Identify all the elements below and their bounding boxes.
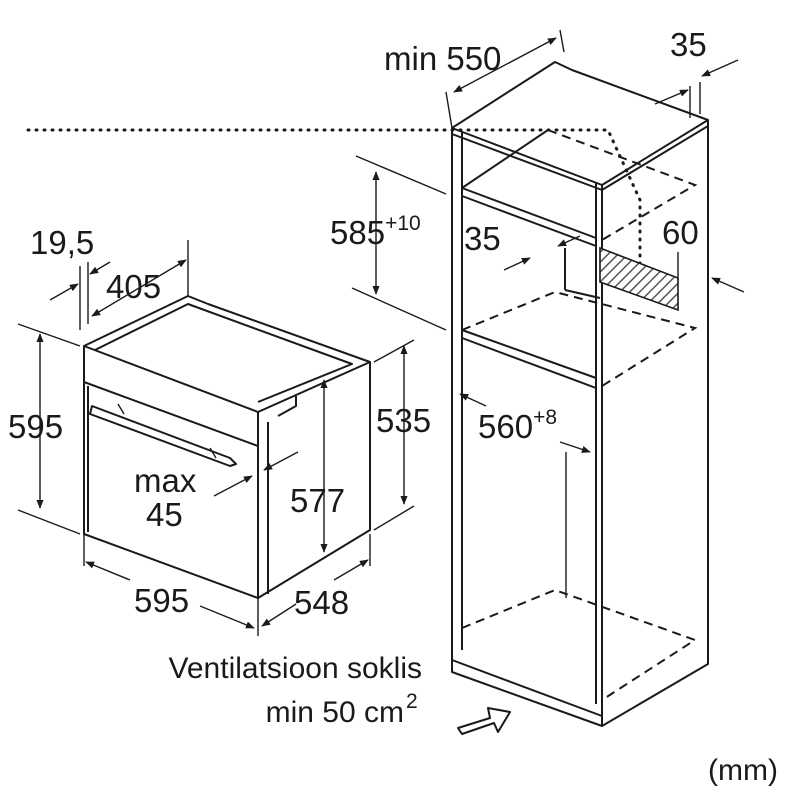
oven-handle	[89, 405, 237, 467]
vent-caption-sup: 2	[406, 690, 418, 713]
vent-caption-line1: Ventilatsioon soklis	[169, 652, 422, 685]
label-max-45-line1: max	[134, 462, 197, 499]
vent-caption-line2: min 50 cm	[266, 696, 404, 729]
cabinet-top	[451, 61, 709, 186]
label-60: 60	[662, 214, 699, 251]
label-35-top: 35	[670, 26, 707, 63]
label-405: 405	[106, 268, 161, 305]
label-min-550: min 550	[384, 40, 501, 77]
oven-front	[83, 346, 259, 599]
tall-cabinet	[26, 61, 709, 727]
reference-dotted-line	[26, 128, 642, 272]
label-35-inner: 35	[464, 220, 501, 257]
label-535: 535	[376, 402, 431, 439]
ventilation-arrow	[457, 707, 511, 735]
label-548: 548	[294, 584, 349, 621]
label-19-5: 19,5	[30, 224, 94, 261]
label-560: 560+8	[478, 406, 557, 445]
units-label: (mm)	[708, 754, 778, 787]
label-585: 585+10	[330, 212, 421, 251]
oven-side	[257, 362, 371, 599]
ventilation-hatch	[599, 246, 679, 312]
label-max-45-line2: 45	[146, 496, 183, 533]
label-595-height: 595	[8, 408, 63, 445]
label-595-width: 595	[134, 582, 189, 619]
oven	[83, 295, 371, 599]
label-577: 577	[290, 482, 345, 519]
